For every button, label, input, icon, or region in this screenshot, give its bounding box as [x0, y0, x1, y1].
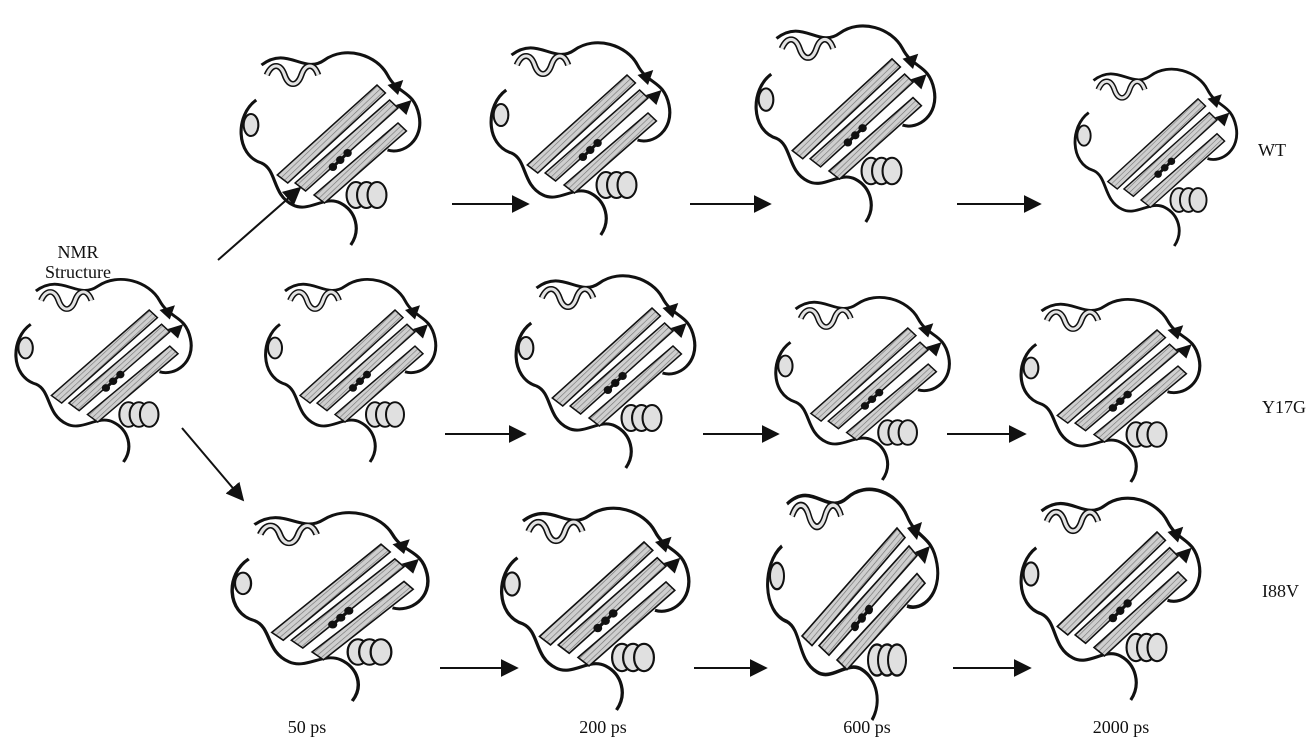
- i88v-200ps-structure: [502, 508, 689, 710]
- wt-200ps-structure: [491, 43, 670, 235]
- wt-600ps-structure: [756, 26, 935, 222]
- i88v-2000ps-structure: [1021, 498, 1200, 700]
- nmr-structure-label: NMR Structure: [45, 242, 111, 282]
- time-label-600ps: 600 ps: [843, 717, 891, 737]
- row-label-i88v: I88V: [1262, 581, 1299, 601]
- i88v-600ps-structure: [768, 489, 938, 720]
- y17g-2000ps-structure: [1021, 299, 1200, 482]
- y17g-600ps-structure: [776, 297, 950, 480]
- branch-arrow-i88v: [181, 427, 245, 502]
- y17g-200ps-structure: [516, 276, 695, 468]
- y17g-50ps-structure: [266, 279, 436, 462]
- wt-row-structures: [241, 26, 1237, 246]
- branch-arrow-wt: [217, 186, 302, 261]
- i88v-50ps-structure: [232, 513, 428, 701]
- time-label-200ps: 200 ps: [579, 717, 627, 737]
- row-label-y17g: Y17G: [1262, 397, 1306, 417]
- time-label-2000ps: 2000 ps: [1092, 717, 1150, 737]
- y17g-row-structures: [266, 276, 1200, 482]
- row-label-wt: WT: [1258, 140, 1286, 160]
- i88v-row-structures: [232, 489, 1200, 720]
- wt-2000ps-structure: [1075, 69, 1237, 246]
- nmr-structure: [16, 279, 191, 462]
- time-label-50ps: 50 ps: [287, 717, 327, 737]
